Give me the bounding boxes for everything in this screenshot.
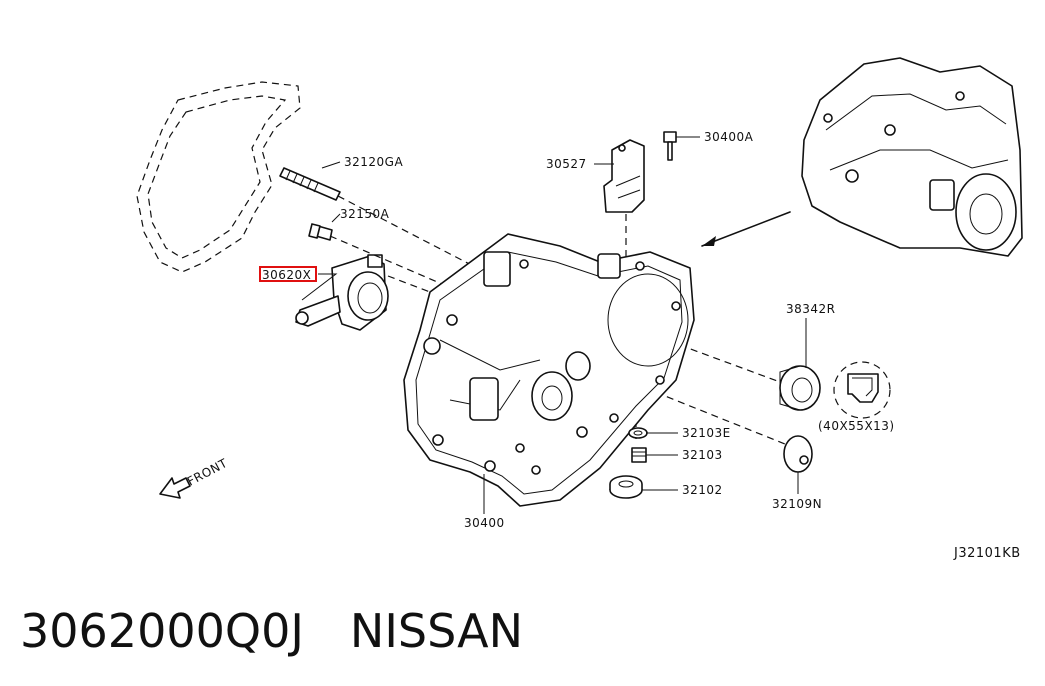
gasket-outline xyxy=(136,81,301,273)
callout-30527: 30527 xyxy=(546,157,587,171)
callout-32109N: 32109N xyxy=(772,497,822,511)
callout-30400A: 30400A xyxy=(704,130,754,144)
callout-38342R: 38342R xyxy=(786,302,836,316)
seal-section-detail xyxy=(833,361,891,419)
callout-30620X: 30620X xyxy=(262,268,311,282)
brand-name: NISSAN xyxy=(349,604,524,658)
callout-32150A: 32150A xyxy=(340,207,390,221)
figure-code: J32101KB xyxy=(953,546,1021,561)
inset-transmission xyxy=(801,57,1023,257)
callout-32120GA: 32120GA xyxy=(344,155,403,169)
stud-bolt xyxy=(279,167,341,201)
cap-plug xyxy=(783,435,813,473)
highlight-box xyxy=(259,266,317,282)
bracket xyxy=(603,139,645,213)
oil-seal xyxy=(779,365,821,411)
washer xyxy=(628,427,648,439)
drain-plug xyxy=(631,447,647,463)
magnet-ring xyxy=(609,475,643,499)
parts-diagram: FRONT 32120GA 32150A 30620X 30527 30400A… xyxy=(136,57,1023,561)
callout-30400: 30400 xyxy=(464,516,505,530)
part-number: 3062000Q0J xyxy=(20,604,304,658)
caption: 3062000Q0J NISSAN xyxy=(20,596,523,666)
callout-32103: 32103 xyxy=(682,448,723,462)
transmission-housing xyxy=(403,233,695,507)
release-bearing xyxy=(295,254,389,331)
callout-seal-size: (40X55X13) xyxy=(818,419,895,433)
direction-arrow xyxy=(701,211,791,247)
front-indicator: FRONT xyxy=(159,456,230,499)
front-label: FRONT xyxy=(185,456,230,489)
callout-32102: 32102 xyxy=(682,483,723,497)
callout-32103E: 32103E xyxy=(682,426,731,440)
leader-lines xyxy=(301,136,807,514)
bracket-bolt xyxy=(663,131,677,161)
small-bolt xyxy=(308,223,333,241)
